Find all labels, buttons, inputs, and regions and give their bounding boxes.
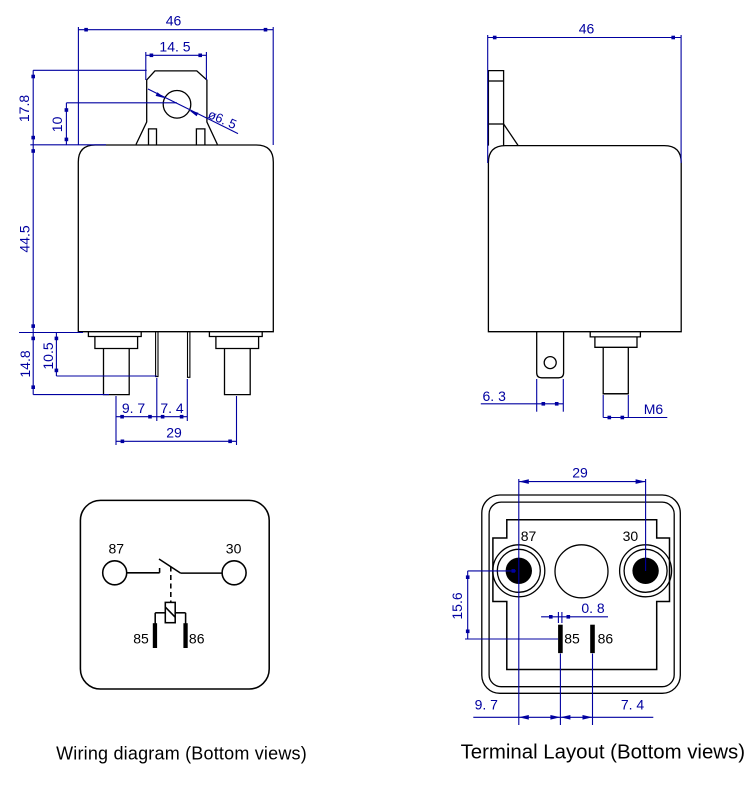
svg-text:ø6. 5: ø6. 5 <box>206 106 239 132</box>
svg-text:86: 86 <box>598 630 614 646</box>
svg-text:87: 87 <box>109 540 125 556</box>
svg-text:9. 7: 9. 7 <box>475 697 499 713</box>
svg-text:7. 4: 7. 4 <box>160 400 184 416</box>
svg-text:15.6: 15.6 <box>449 592 465 619</box>
svg-text:0. 8: 0. 8 <box>581 600 605 616</box>
svg-text:9. 7: 9. 7 <box>122 400 146 416</box>
svg-text:86: 86 <box>189 630 205 646</box>
svg-text:44.5: 44.5 <box>17 225 33 252</box>
svg-text:85: 85 <box>133 630 149 646</box>
svg-text:17.8: 17.8 <box>16 95 32 122</box>
svg-text:85: 85 <box>564 630 580 646</box>
svg-text:10: 10 <box>49 116 65 132</box>
svg-text:29: 29 <box>572 465 588 481</box>
svg-text:46: 46 <box>166 13 182 29</box>
svg-text:46: 46 <box>579 21 595 37</box>
svg-text:29: 29 <box>166 425 182 441</box>
svg-text:30: 30 <box>623 528 639 544</box>
svg-text:30: 30 <box>226 540 242 556</box>
svg-text:87: 87 <box>521 528 537 544</box>
svg-text:14.8: 14.8 <box>17 350 33 377</box>
svg-text:M6: M6 <box>644 401 664 417</box>
svg-text:Terminal Layout (Bottom views): Terminal Layout (Bottom views) <box>461 742 745 764</box>
svg-text:Wiring diagram (Bottom views): Wiring diagram (Bottom views) <box>56 744 307 764</box>
svg-text:7. 4: 7. 4 <box>621 697 645 713</box>
svg-text:10.5: 10.5 <box>40 342 56 369</box>
svg-text:6. 3: 6. 3 <box>483 388 507 404</box>
svg-text:14. 5: 14. 5 <box>159 39 190 55</box>
